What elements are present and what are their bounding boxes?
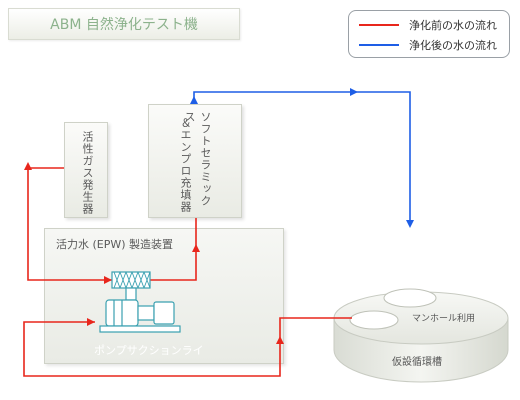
arrow-into-mixer [104,276,112,284]
pump-drive [153,301,175,325]
gas-generator-label: 活性ガス発生器 [81,131,94,215]
ceramics-packing-box: ソフトセラミックス ＆エンプロ充填器 [148,104,242,218]
gas-generator-box: 活性ガス発生器 [64,122,108,218]
flow-mixer-to-ceramics [150,218,197,281]
tank [333,288,509,383]
flow-before [23,167,352,377]
manhole-outlet [349,310,399,330]
legend-after: 浄化後の水の流れ [359,37,497,53]
arrow-into-ceramics [192,244,200,252]
pump-pipe-vertical [125,287,137,301]
arrow-blue-up [190,96,198,104]
flow-after [193,91,411,226]
legend-after-swatch [359,44,399,46]
legend-before-label: 浄化前の水の流れ [409,19,497,32]
arrow-blue-down [406,220,414,228]
flow-after-arrows [190,88,414,228]
flow-before-arrows [24,162,284,344]
packing-label: ＆エンプロ充填器 [179,117,192,213]
arrow-tank-return [276,336,284,344]
flow-ceramics-to-tank [193,91,411,226]
flow-gas-to-epw [27,167,112,281]
arrow-gas-out [24,162,32,170]
legend: 浄化前の水の流れ 浄化後の水の流れ [348,10,510,58]
pump-coupling [137,305,155,321]
arrow-into-pump [87,318,95,326]
tank-label: 仮設循環槽 [392,357,442,368]
mixer [111,271,151,289]
pump-icon [99,287,181,333]
arrow-blue-right [350,88,358,96]
diagram-title: ABM 自然浄化テスト機 [8,8,240,40]
manhole-inlet [383,288,437,308]
epw-device-box [44,228,284,364]
legend-before-swatch [359,24,399,26]
flow-tank-to-pump [23,317,352,377]
pump-base [99,325,181,333]
epw-device-label: 活力水 (EPW) 製造装置 [56,238,174,251]
pump-label: ポンプサクションライ [94,344,204,357]
legend-before: 浄化前の水の流れ [359,17,497,33]
mixer-spiral [113,271,151,289]
soft-ceramics-label: ソフトセラミックス [183,111,212,207]
legend-after-label: 浄化後の水の流れ [409,39,497,52]
manhole-label: マンホール利用 [412,314,476,324]
